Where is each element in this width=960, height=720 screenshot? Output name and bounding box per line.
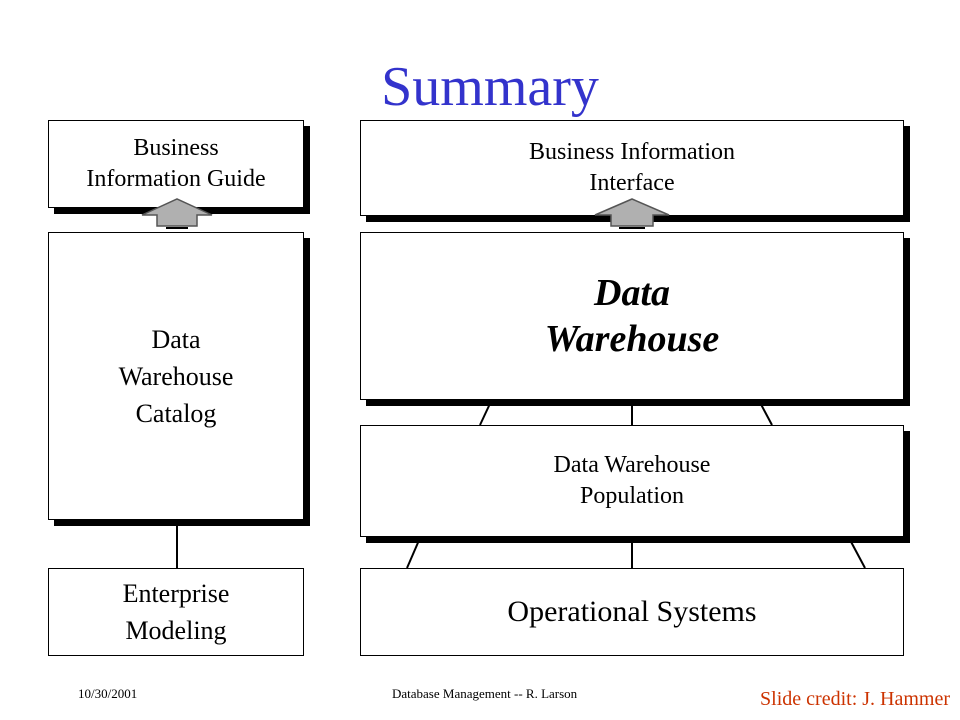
data-warehouse-catalog-box: Data Warehouse Catalog <box>48 232 304 520</box>
slide-title: Summary <box>381 56 599 118</box>
footer-date: 10/30/2001 <box>78 686 138 701</box>
slide-credit: Slide credit: J. Hammer <box>760 688 950 710</box>
line-ops-pop-right <box>848 537 866 569</box>
block-up-arrow-left <box>141 198 213 229</box>
footer-course: Database Management -- R. Larson <box>392 686 578 701</box>
line-ops-pop-left <box>406 537 421 569</box>
data-warehouse-box: Data Warehouse <box>360 232 904 400</box>
operational-systems-box: Operational Systems <box>360 568 904 656</box>
block-up-arrow-right <box>594 198 670 229</box>
data-warehouse-population-box: Data Warehouse Population <box>360 425 904 537</box>
enterprise-modeling-box: Enterprise Modeling <box>48 568 304 656</box>
